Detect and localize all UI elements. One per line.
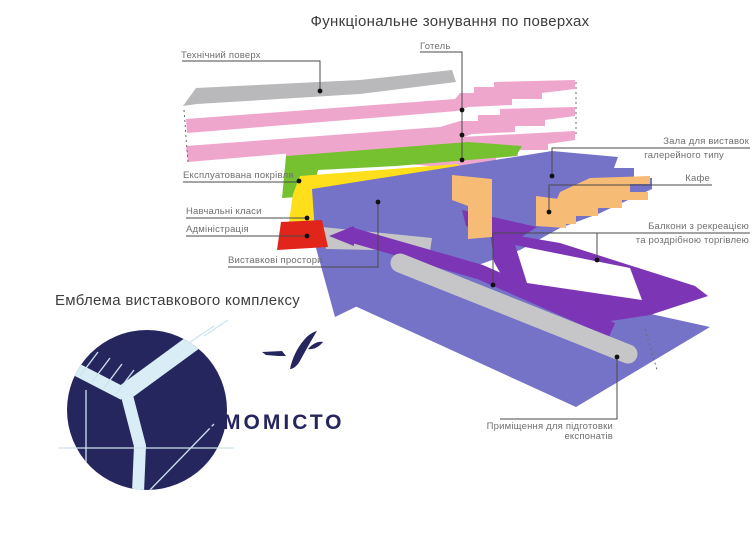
leader-lines	[182, 51, 750, 420]
leader-dot	[304, 233, 310, 239]
label-administration: Адміністрація	[186, 224, 249, 235]
leader-dot	[490, 282, 496, 288]
bird-icon	[262, 331, 323, 369]
leader-dot	[375, 199, 381, 205]
label-exhibition-spaces: Виставкові простори	[228, 255, 323, 266]
emblem-line-top2	[203, 319, 229, 337]
emblem-road-leg	[120, 390, 147, 490]
emblem-line-top1	[189, 325, 215, 343]
label-exhibition-hall-line2: галерейного типу	[644, 150, 724, 161]
leader-dot	[614, 354, 620, 360]
leader-dot	[549, 173, 555, 179]
leader-dot	[296, 178, 302, 184]
zone-balcony-ring	[490, 231, 708, 322]
emblem-street-lines	[58, 319, 234, 490]
label-prep-rooms-line1: Приміщення для підготовки	[486, 421, 613, 432]
zone-cafe-right	[554, 176, 650, 224]
leader-balconies	[492, 232, 750, 285]
label-classrooms: Навчальні класи	[186, 206, 262, 217]
zone-hotel-floor-2	[186, 107, 575, 162]
label-technical-floor: Технічний поверх	[181, 50, 261, 61]
label-balconies-line1: Балкони з рекреацією	[648, 221, 749, 232]
stripe-purple-long	[345, 226, 616, 337]
label-exhibition-hall-line1: Зала для виставок	[663, 136, 749, 147]
label-hotel: Готель	[420, 41, 451, 52]
emblem-logo-text: КОСМОМІСТО	[170, 411, 345, 434]
leader-dot	[317, 88, 323, 94]
stripe-gray-lower	[390, 253, 638, 364]
emblem-hatches	[79, 351, 215, 490]
zone-administration	[277, 220, 328, 250]
emblem-circle	[67, 330, 227, 490]
label-exploited-roof: Експлуатована покрівля	[183, 170, 294, 181]
leader-dot	[594, 257, 600, 263]
leader-exhibition-spaces	[228, 202, 379, 268]
leader-exhibition-hall	[551, 147, 750, 176]
construction-dotted-bottom-right	[644, 328, 658, 371]
emblem-road-branch	[114, 330, 208, 403]
leader-cafe	[548, 184, 712, 212]
label-cafe: Кафе	[685, 173, 710, 184]
emblem-heading: Емблема виставкового комплексу	[55, 292, 301, 309]
label-prep-rooms-line2: експонатів	[564, 431, 613, 442]
zone-hotel-floor-1	[186, 80, 575, 133]
leader-hotel	[420, 51, 463, 160]
leader-dot	[304, 215, 310, 221]
construction-dotted-left	[183, 109, 189, 164]
leader-technical-floor	[182, 60, 321, 91]
emblem-logo	[58, 319, 323, 490]
leader-dot	[459, 132, 465, 138]
leader-dot	[459, 157, 465, 163]
page-title: Функціональне зонування по поверхах	[310, 13, 590, 30]
zone-cafe-left	[452, 175, 492, 239]
label-balconies-line2: та роздрібною торгівлею	[635, 235, 749, 246]
leader-dot	[459, 107, 465, 113]
leader-dots	[296, 88, 620, 360]
zone-classrooms	[288, 164, 462, 228]
zone-prep-rooms-slab	[333, 252, 710, 407]
leader-prep-rooms	[500, 357, 618, 420]
leader-dot	[546, 209, 552, 215]
